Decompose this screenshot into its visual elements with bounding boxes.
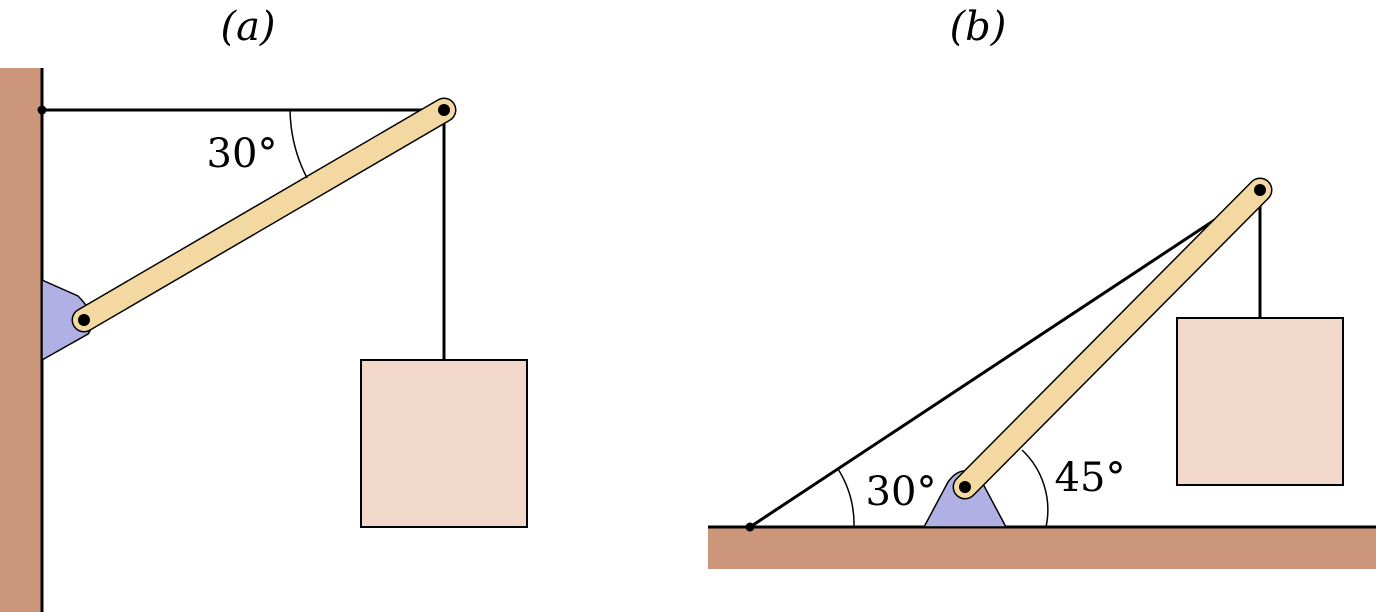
beam-pin-top	[1254, 184, 1266, 196]
beam	[954, 179, 1271, 498]
cable-angle-label: 30°	[866, 469, 937, 515]
panel-b-label: (b)	[950, 4, 1007, 50]
panel-b: (b) 30° 45°	[708, 4, 1376, 569]
hanging-block	[1176, 317, 1344, 486]
beam-angle-label: 45°	[1055, 455, 1126, 501]
angle-arc	[289, 109, 308, 179]
ground	[708, 527, 1376, 569]
beam	[73, 99, 455, 331]
diagonal-cable	[749, 188, 1261, 529]
beam-pin-top	[438, 104, 450, 116]
hanging-block	[360, 359, 528, 528]
beam-angle-arc	[1021, 449, 1049, 528]
angle-label: 30°	[207, 131, 278, 177]
panel-a: (a) 30°	[0, 4, 528, 612]
panel-a-label: (a)	[220, 4, 275, 50]
wall	[0, 68, 42, 612]
cable-ground-anchor	[745, 522, 755, 532]
cable-wall-anchor	[37, 105, 47, 115]
beam-pin-bottom	[959, 481, 971, 493]
beam-pin-bottom	[78, 314, 90, 326]
cable-angle-arc	[837, 468, 855, 528]
